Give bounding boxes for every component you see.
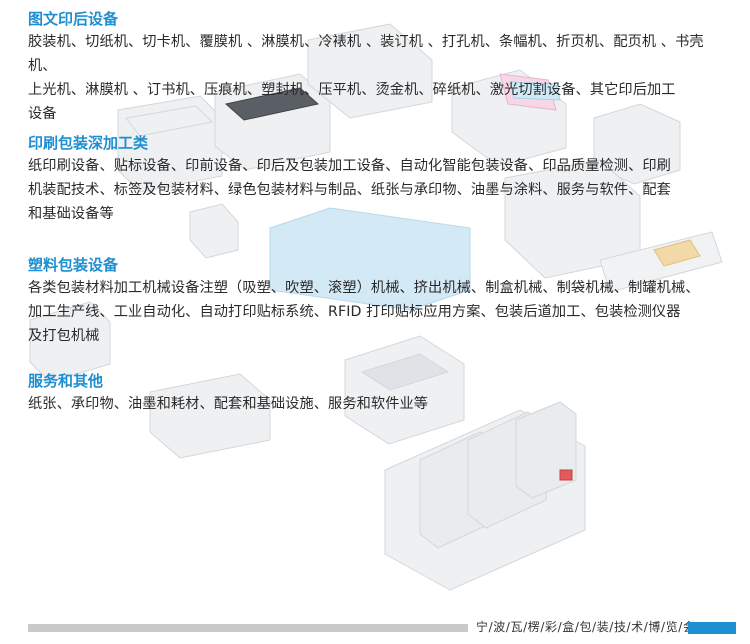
section-line: 上光机、淋膜机 、订书机、压痕机、塑封机、压平机、烫金机、碎纸机、激光切割设备、… — [28, 82, 676, 98]
section-line: 纸印刷设备、贴标设备、印前设备、印后及包装加工设备、自动化智能包装设备、印品质量… — [28, 158, 671, 174]
section-line: 胶装机、切纸机、切卡机、覆膜机 、淋膜机、冷裱机 、装订机 、打孔机、条幅机、折… — [28, 34, 704, 74]
section-heading: 图文印后设备 — [28, 10, 119, 28]
section-heading: 塑料包装设备 — [28, 256, 119, 274]
section-line: 及打包机械 — [28, 328, 100, 344]
section-line: 纸张、承印物、油墨和耗材、配套和基础设施、服务和软件业等 — [28, 396, 429, 412]
section-line: 和基础设备等 — [28, 206, 114, 222]
section-line: 各类包装材料加工机械设备注塑（吸塑、吹塑、滚塑）机械、挤出机械、制盒机械、制袋机… — [28, 280, 700, 296]
footer-divider — [28, 624, 468, 632]
section-heading: 印刷包装深加工类 — [28, 134, 149, 152]
section-line: 设备 — [28, 106, 57, 122]
section-line: 机装配技术、标签及包装材料、绿色包装材料与制品、纸张与承印物、油墨与涂料、服务与… — [28, 182, 671, 198]
footer-expo-name: 宁/波/瓦/楞/彩/盒/包/装/技/术/博/览/会 — [476, 620, 696, 634]
section-line: 加工生产线、工业自动化、自动打印贴标系统、RFID 打印贴标应用方案、包装后道加… — [28, 304, 681, 320]
section-printing-packaging: 印刷包装深加工类 纸印刷设备、贴标设备、印前设备、印后及包装加工设备、自动化智能… — [28, 132, 671, 226]
section-plastic-packaging: 塑料包装设备 各类包装材料加工机械设备注塑（吸塑、吹塑、滚塑）机械、挤出机械、制… — [28, 254, 700, 348]
footer-accent-block — [688, 622, 736, 634]
section-heading: 服务和其他 — [28, 372, 104, 390]
section-services-other: 服务和其他 纸张、承印物、油墨和耗材、配套和基础设施、服务和软件业等 — [28, 370, 428, 416]
section-print-finishing: 图文印后设备 胶装机、切纸机、切卡机、覆膜机 、淋膜机、冷裱机 、装订机 、打孔… — [28, 8, 728, 126]
